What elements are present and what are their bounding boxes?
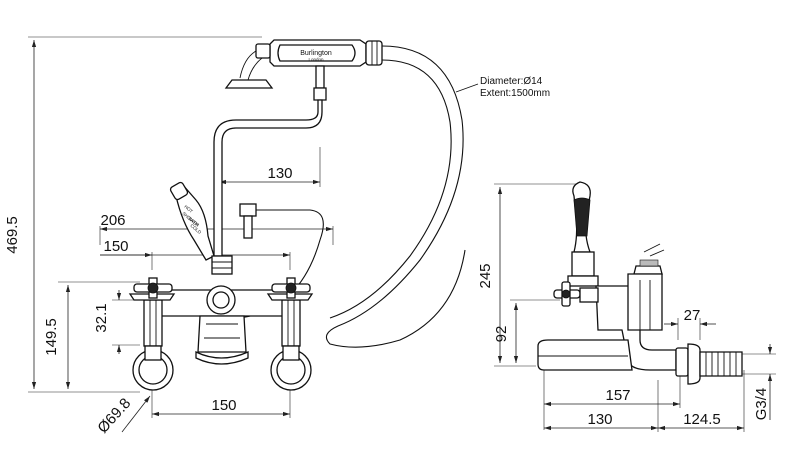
label-g3-4: G3/4 xyxy=(753,388,770,421)
cradle-arm xyxy=(213,65,327,257)
dim-width-150-bottom: 150 xyxy=(151,380,291,418)
side-lever xyxy=(567,181,599,287)
dim-offset-130: 130 xyxy=(219,147,321,187)
hose-extent: Extent:1500mm xyxy=(480,88,550,99)
dim-height-469-5: 469.5 xyxy=(4,36,262,393)
dim-thread-g3-4: G3/4 xyxy=(742,344,776,420)
handset-brand: Burlington xyxy=(300,50,332,57)
side-cross-handle xyxy=(553,281,599,307)
dim-height-32-1: 32.1 xyxy=(93,290,140,354)
dim-width-157: 157 xyxy=(543,368,681,430)
label-150-bottom: 150 xyxy=(211,397,236,414)
side-view: 245 92 27 157 130 xyxy=(477,181,776,432)
dim-width-27: 27 xyxy=(664,307,716,340)
wall-fitting xyxy=(675,343,743,385)
mixer-body xyxy=(151,285,291,365)
label-130-side: 130 xyxy=(587,411,612,428)
handset-brand-sub: London xyxy=(308,57,324,62)
dim-width-130-side: 130 xyxy=(544,380,659,432)
lever-word-hot: HOT xyxy=(183,204,194,214)
shower-handset: Burlington London xyxy=(224,39,383,89)
dim-width-150-top: 150 xyxy=(100,238,291,270)
dim-height-92: 92 xyxy=(493,299,560,363)
label-92: 92 xyxy=(493,326,510,343)
label-124-5: 124.5 xyxy=(683,411,721,428)
label-130-front: 130 xyxy=(267,165,292,182)
dim-diameter-69-8: Ø69.8 xyxy=(94,395,151,437)
label-27: 27 xyxy=(684,307,701,324)
dim-height-149-5: 149.5 xyxy=(43,281,140,389)
diverter-lever: HOT SHOWER BATH COLD xyxy=(169,181,215,261)
lever-word-bath: BATH xyxy=(187,216,199,227)
label-206: 206 xyxy=(100,212,125,229)
label-150-top: 150 xyxy=(103,238,128,255)
label-32-1: 32.1 xyxy=(93,303,110,332)
shower-outlet xyxy=(211,203,257,275)
front-view: 469.5 206 150 130 149.5 xyxy=(4,36,550,437)
label-157: 157 xyxy=(605,387,630,404)
side-spout xyxy=(537,339,633,371)
dim-width-124-5: 124.5 xyxy=(658,370,745,432)
hose-diameter: Diameter:Ø14 xyxy=(480,76,543,87)
label-469-5: 469.5 xyxy=(4,216,21,254)
label-diameter-69-8: Ø69.8 xyxy=(94,395,134,437)
side-diverter xyxy=(633,243,665,275)
dim-height-245: 245 xyxy=(477,183,580,367)
label-245: 245 xyxy=(477,263,494,288)
right-tap xyxy=(266,277,314,391)
hose-spec: Diameter:Ø14 Extent:1500mm xyxy=(480,76,550,99)
left-tap xyxy=(128,277,176,391)
shower-hose xyxy=(239,45,479,348)
label-149-5: 149.5 xyxy=(43,318,60,356)
